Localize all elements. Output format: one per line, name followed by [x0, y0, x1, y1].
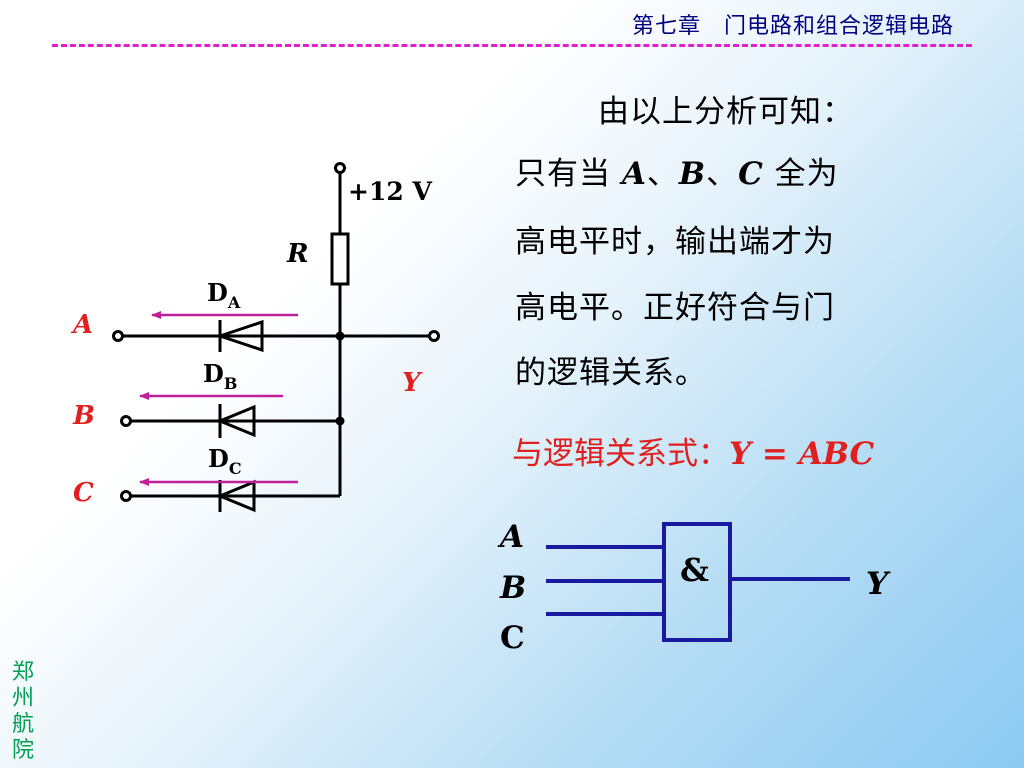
explanation-line-3: 高电平。正好符合与门: [515, 290, 835, 326]
diode-b-symbol: [216, 404, 256, 438]
output-y-label: Y: [402, 368, 423, 398]
watermark-char: 航: [11, 712, 34, 737]
resistor-label: R: [286, 239, 309, 269]
intro-text: 由以上分析可知：: [598, 94, 854, 130]
watermark-char: 郑: [11, 660, 34, 685]
diode-c-symbol: [216, 479, 256, 513]
diode-b-label: DB: [203, 359, 237, 393]
and-gate-symbol: [546, 522, 850, 642]
supply-label: +12 V: [348, 177, 432, 206]
institution-watermark: 郑 州 航 院: [8, 660, 38, 764]
chapter-title: 第七章 门电路和组合逻辑电路: [631, 14, 954, 39]
junction-dot: [335, 416, 345, 426]
input-a-label: A: [70, 310, 93, 340]
and-gate-ampersand: &: [680, 551, 709, 589]
junction-dot: [335, 331, 345, 341]
gate-input-c-label: C: [500, 620, 525, 656]
header-divider: [52, 44, 972, 47]
watermark-char: 州: [11, 686, 34, 711]
supply-terminal: [334, 162, 346, 174]
diode-a-label: DA: [207, 278, 241, 312]
diode-c-label: DC: [208, 444, 242, 478]
terminal-a: [112, 330, 124, 342]
explanation-line-4: 的逻辑关系。: [515, 355, 707, 391]
gate-input-a-label: A: [497, 519, 524, 555]
terminal-b: [120, 415, 132, 427]
watermark-char: 院: [11, 738, 34, 763]
explanation-line-2: 高电平时，输出端才为: [515, 224, 835, 260]
terminal-c: [120, 490, 132, 502]
diode-a-symbol: [215, 319, 264, 353]
gate-output-y-label: Y: [866, 566, 891, 602]
explanation-line-1: 只有当 A、B、C 全为: [515, 156, 839, 192]
resistor: [330, 232, 350, 286]
terminal-y: [428, 330, 440, 342]
input-b-label: B: [72, 401, 95, 431]
input-c-label: C: [73, 478, 94, 508]
logic-expression: 与逻辑关系式：Y = ABC: [512, 436, 875, 472]
gate-input-b-label: B: [499, 570, 526, 606]
